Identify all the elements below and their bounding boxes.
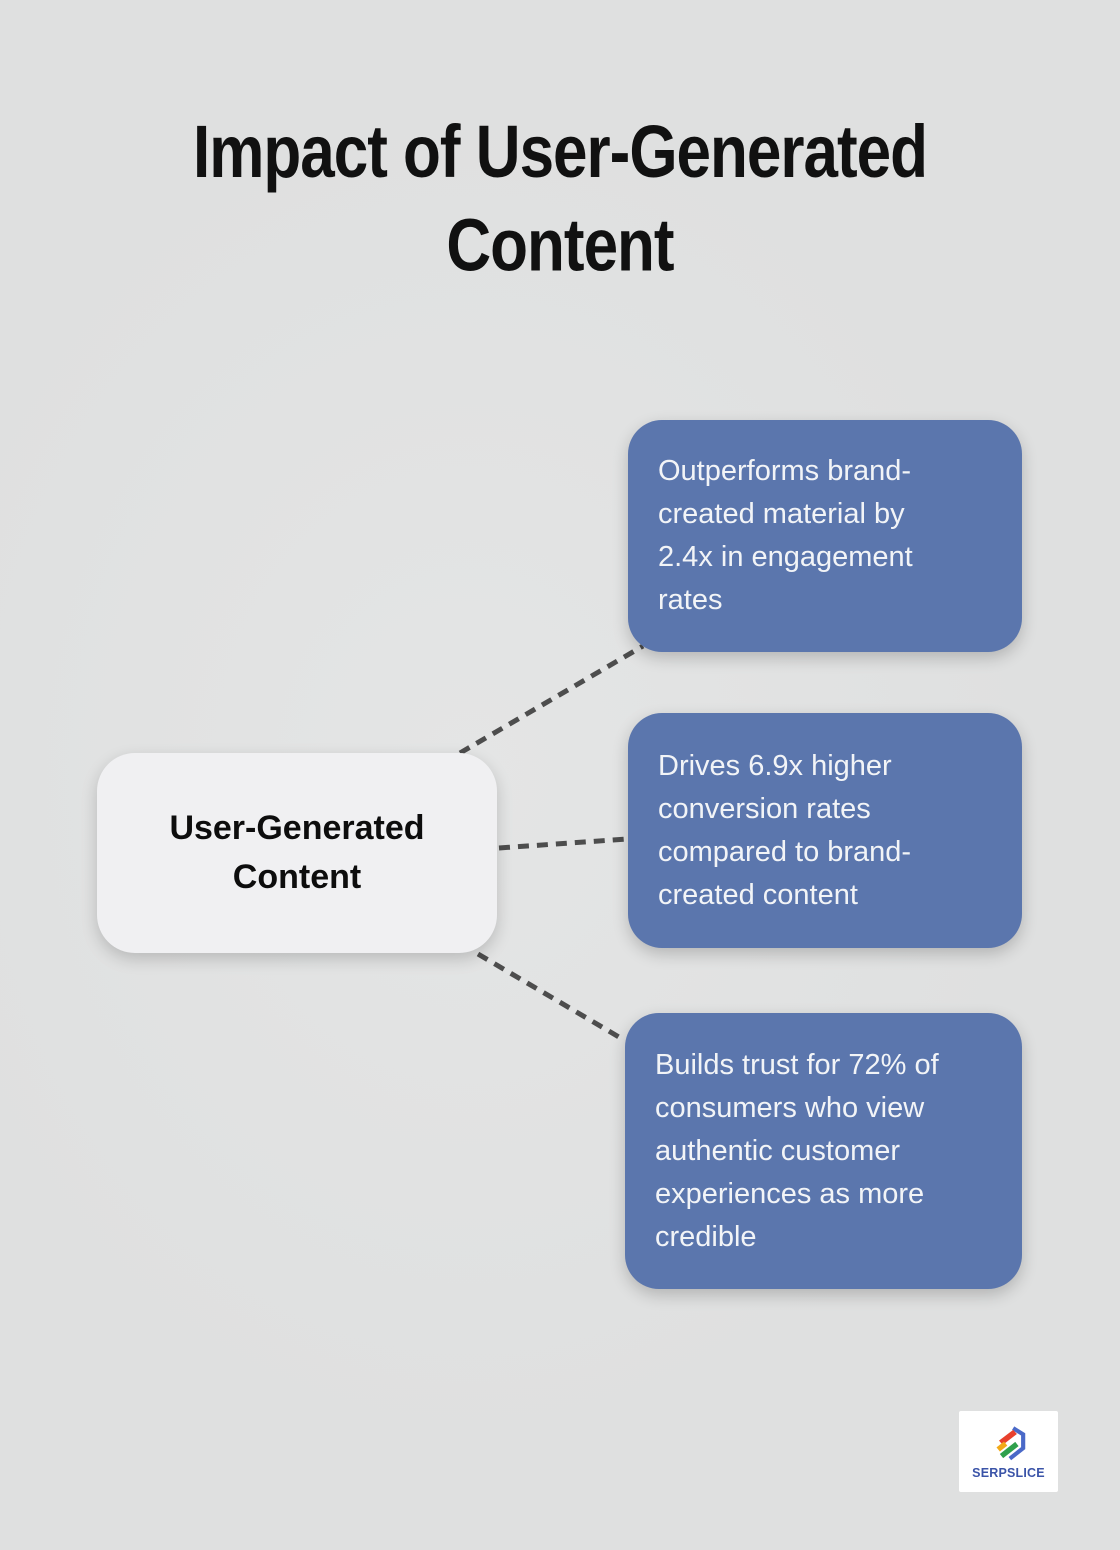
info-card-text: Drives 6.9x higher conversion rates comp… xyxy=(658,749,912,911)
page-title: Impact of User-Generated Content xyxy=(193,110,928,288)
connector-top xyxy=(458,643,645,756)
info-card-text: Outperforms brand- created material by 2… xyxy=(658,455,913,616)
connector-middle xyxy=(498,836,628,851)
info-card-conversion: Drives 6.9x higher conversion rates comp… xyxy=(628,713,1022,948)
center-node-label: User-Generated Content xyxy=(169,809,425,896)
info-card-text: Builds trust for 72% of consumers who vi… xyxy=(655,1048,939,1253)
info-card-trust: Builds trust for 72% of consumers who vi… xyxy=(625,1013,1022,1289)
brand-logo: SERPSLICE xyxy=(959,1411,1058,1492)
info-card-engagement: Outperforms brand- created material by 2… xyxy=(628,420,1022,652)
brand-name: SERPSLICE xyxy=(972,1465,1045,1480)
connector-bottom xyxy=(476,951,626,1043)
center-node-user-generated-content: User-Generated Content xyxy=(97,753,497,953)
serpslice-logo-icon xyxy=(996,1425,1025,1460)
